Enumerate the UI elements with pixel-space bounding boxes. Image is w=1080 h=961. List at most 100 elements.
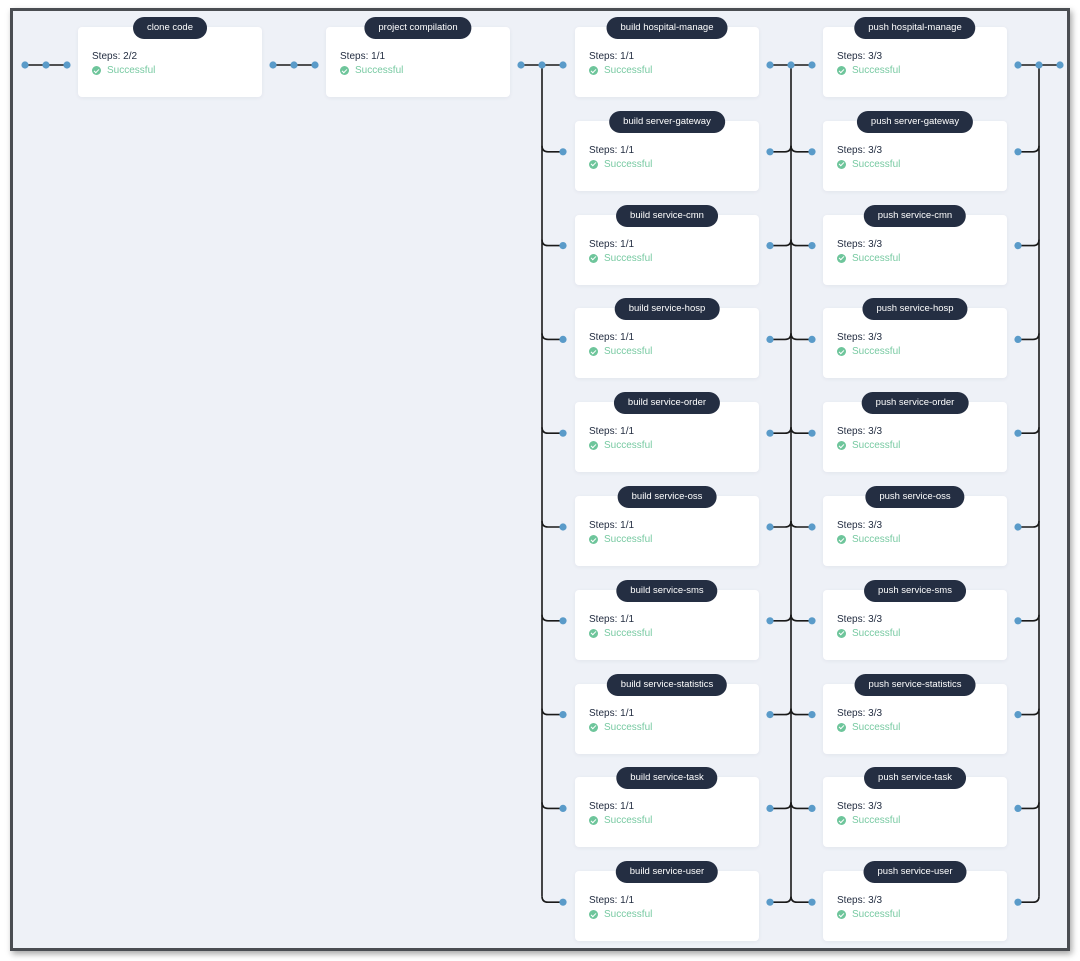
node-status: Successful <box>837 909 900 920</box>
node-steps: Steps: 1/1 <box>589 520 635 531</box>
node-status-text: Successful <box>852 158 901 170</box>
node-title-pill[interactable]: build service-task <box>616 767 718 790</box>
connector-dot <box>559 429 567 437</box>
node-status-text: Successful <box>852 252 901 264</box>
connector-dot <box>808 429 816 437</box>
success-check-icon <box>837 628 846 638</box>
success-check-icon <box>589 628 598 638</box>
connector-dot <box>559 242 567 250</box>
success-check-icon <box>837 722 846 732</box>
node-title-pill[interactable]: build service-statistics <box>606 673 728 696</box>
node-steps: Steps: 3/3 <box>837 51 883 62</box>
node-status: Successful <box>837 253 900 264</box>
connector-dot <box>766 711 774 719</box>
connector-dot <box>1056 61 1064 69</box>
node-status: Successful <box>589 65 652 76</box>
node-title-pill[interactable]: push service-statistics <box>854 673 976 696</box>
connector-dot <box>766 335 774 343</box>
node-status-text: Successful <box>604 65 653 76</box>
node-steps: Steps: 3/3 <box>837 238 883 250</box>
node-status: Successful <box>837 346 900 357</box>
node-status-text: Successful <box>604 815 653 827</box>
node-title-pill[interactable]: push server-gateway <box>856 110 974 133</box>
node-title-pill[interactable]: push service-hosp <box>862 298 968 321</box>
node-status-text: Successful <box>852 627 901 639</box>
connector-dot <box>766 242 774 250</box>
node-steps: Steps: 3/3 <box>837 332 883 344</box>
connector-dot <box>559 523 567 531</box>
node-status-text: Successful <box>604 346 653 358</box>
success-check-icon <box>589 66 598 75</box>
node-status: Successful <box>837 815 900 826</box>
connector-dot <box>766 804 774 813</box>
node-status: Successful <box>837 65 900 76</box>
success-check-icon <box>589 253 598 263</box>
node-steps: Steps: 1/1 <box>589 51 635 62</box>
success-check-icon <box>92 66 101 75</box>
node-steps: Steps: 3/3 <box>837 520 883 531</box>
connector-dot <box>1014 429 1022 437</box>
node-steps: Steps: 3/3 <box>837 426 883 438</box>
node-title-pill[interactable]: push service-cmn <box>863 204 967 227</box>
connector-dot <box>311 61 319 69</box>
node-title-pill[interactable]: build server-gateway <box>609 110 725 133</box>
node-title-pill[interactable]: build service-oss <box>617 486 717 508</box>
node-steps: Steps: 3/3 <box>837 707 883 719</box>
connector-dot <box>1014 523 1022 531</box>
node-title-pill[interactable]: build hospital-manage <box>606 17 728 39</box>
node-steps: Steps: 1/1 <box>589 613 635 625</box>
connector-dot <box>808 335 816 343</box>
connector-dot <box>559 61 567 69</box>
node-title-pill[interactable]: build service-order <box>613 392 721 415</box>
node-steps: Steps: 1/1 <box>589 426 635 438</box>
node-title-pill[interactable]: build service-sms <box>616 579 718 602</box>
success-check-icon <box>589 722 598 732</box>
node-title-pill[interactable]: push hospital-manage <box>854 17 976 39</box>
success-check-icon <box>837 535 846 544</box>
node-status: Successful <box>589 815 652 826</box>
connector-dot <box>808 242 816 250</box>
node-status: Successful <box>837 628 900 639</box>
connector-dot <box>63 61 71 69</box>
success-check-icon <box>837 910 846 920</box>
node-title-pill[interactable]: push service-user <box>863 861 967 884</box>
pipeline-node-card[interactable]: Steps: 3/3 Successful <box>823 308 1007 379</box>
node-title-pill[interactable]: push service-task <box>864 767 966 790</box>
node-status-text: Successful <box>604 534 653 545</box>
node-status: Successful <box>589 722 652 733</box>
connector-dot <box>1014 335 1022 343</box>
node-status-text: Successful <box>604 909 653 921</box>
connector-dot <box>808 61 816 69</box>
node-title-pill[interactable]: project compilation <box>364 17 472 39</box>
success-check-icon <box>837 66 846 75</box>
node-status: Successful <box>589 534 652 545</box>
node-title-pill[interactable]: push service-sms <box>864 579 966 602</box>
node-steps: Steps: 1/1 <box>589 707 635 719</box>
connector-dot <box>269 61 277 69</box>
node-title-pill[interactable]: build service-hosp <box>614 298 720 321</box>
connector-dot <box>559 148 567 156</box>
success-check-icon <box>589 816 598 826</box>
connector-dot <box>808 804 816 813</box>
connector-dot <box>766 61 774 69</box>
node-status-text: Successful <box>107 65 156 76</box>
node-title-pill[interactable]: push service-order <box>861 392 969 415</box>
connector-dot <box>290 61 298 69</box>
node-title-pill[interactable]: build service-cmn <box>616 204 718 227</box>
node-status: Successful <box>589 909 652 920</box>
connector-dot <box>808 711 816 719</box>
node-steps: Steps: 1/1 <box>589 895 635 907</box>
node-status-text: Successful <box>852 534 901 545</box>
connector-dot <box>1014 242 1022 250</box>
node-steps: Steps: 3/3 <box>837 801 883 813</box>
success-check-icon <box>589 910 598 920</box>
pipeline-node-card[interactable]: Steps: 1/1 Successful <box>575 871 759 942</box>
node-title-pill[interactable]: push service-oss <box>865 486 965 508</box>
node-title-pill[interactable]: build service-user <box>615 861 719 884</box>
node-title-pill[interactable]: clone code <box>133 17 207 39</box>
connector-dot <box>1014 61 1022 69</box>
connector-dot <box>21 61 29 69</box>
node-status: Successful <box>589 253 652 264</box>
node-status: Successful <box>837 722 900 733</box>
connector-dot <box>1014 711 1022 719</box>
